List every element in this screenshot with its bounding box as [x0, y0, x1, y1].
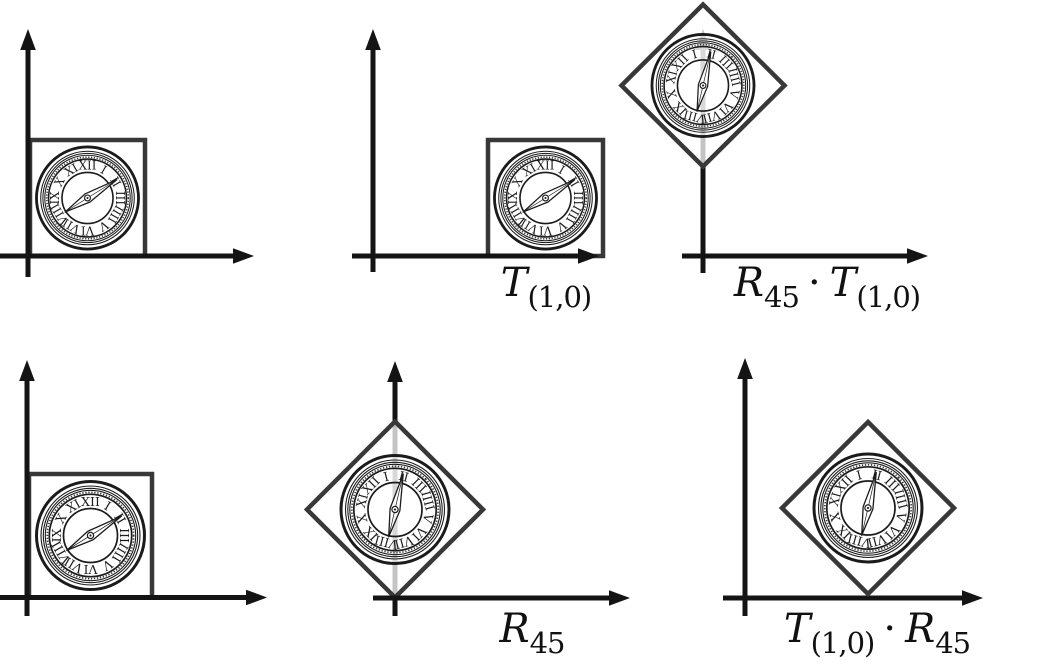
formula-main-symbol: R — [733, 260, 765, 306]
y-axis-arrowhead — [737, 358, 753, 379]
formula-translation-after-rotation: T(1,0)·R45 — [783, 606, 971, 660]
formula-main-symbol: R — [905, 606, 936, 652]
panel-bottom-left-original — [0, 360, 267, 616]
clock-image-rotated — [629, 11, 777, 160]
formula-rotation: R45 — [499, 606, 566, 660]
x-axis-arrowhead — [962, 590, 983, 606]
y-axis-arrowhead — [19, 360, 35, 381]
x-axis-arrowhead — [609, 590, 630, 606]
formula-translation: T(1,0) — [500, 260, 592, 314]
formula-subscript: 45 — [935, 626, 971, 660]
x-axis-arrowhead — [246, 589, 267, 606]
formula-subscript: 45 — [764, 280, 800, 314]
y-axis-arrowhead — [387, 361, 403, 382]
formula-main-symbol: T — [829, 260, 857, 306]
panel-bottom-middle-rotated — [303, 361, 630, 616]
x-axis-arrowhead — [578, 248, 599, 264]
composition-dot: · — [807, 260, 821, 306]
formula-subscript: 45 — [529, 626, 566, 660]
formula-main-symbol: R — [499, 606, 530, 652]
x-axis-arrowhead — [233, 248, 254, 264]
y-axis-arrowhead — [20, 29, 36, 50]
clock-image — [493, 145, 598, 251]
clock-image-rotated — [317, 431, 473, 588]
clock-image-rotated — [790, 430, 946, 586]
formula-main-symbol: T — [500, 260, 528, 306]
clock-image — [35, 480, 146, 591]
panel-bottom-right-translate-after-rotate — [723, 358, 983, 616]
formula-rotation-after-translation: R45·T(1,0) — [733, 260, 921, 314]
formula-subscript: (1,0) — [856, 280, 921, 314]
formula-subscript: (1,0) — [810, 626, 876, 660]
y-axis-arrowhead — [365, 29, 381, 50]
composition-dot: · — [883, 606, 897, 652]
formula-main-symbol: T — [783, 606, 811, 652]
panel-top-left-original — [0, 29, 254, 277]
clock-image — [35, 145, 140, 251]
panel-top-middle-translated — [352, 29, 606, 272]
x-axis-arrowhead — [907, 248, 928, 264]
panel-top-right-rotate-after-translate — [618, 1, 928, 273]
formula-subscript: (1,0) — [527, 280, 592, 314]
